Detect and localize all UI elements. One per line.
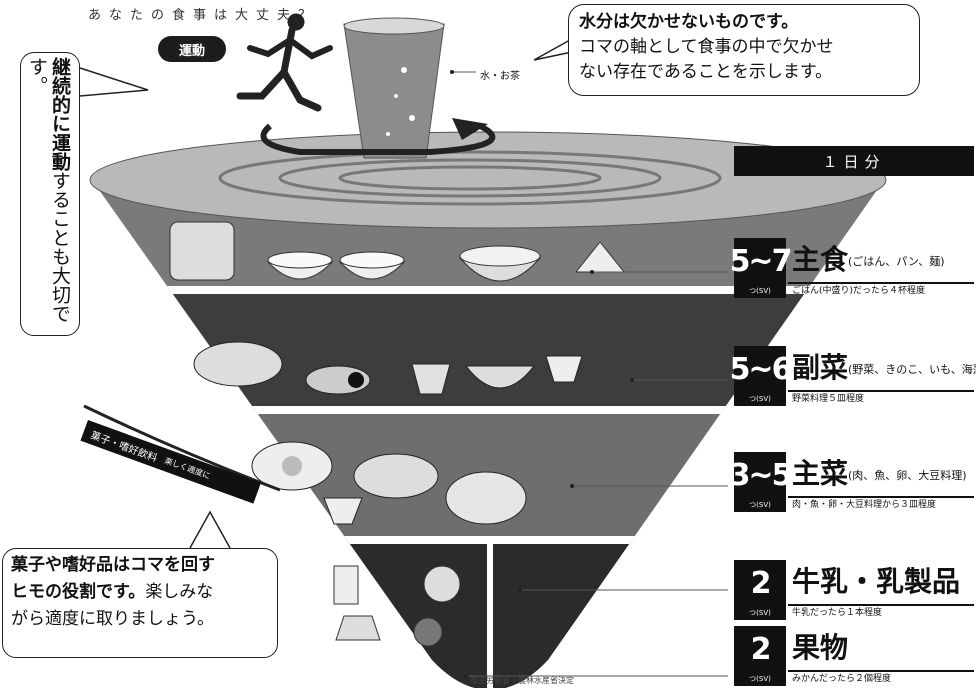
water-callout-title: 水分は欠かせないものです。	[579, 12, 799, 32]
legend-row-vegetable: 5~6 副菜(野菜、きのこ、いも、海藻料理) つ(SV) 野菜料理５皿程度	[730, 344, 976, 406]
exercise-badge: 運動	[158, 36, 226, 62]
legend-name: 主食	[792, 243, 849, 276]
legend-sub: (野菜、きのこ、いも、海藻料理)	[848, 363, 976, 376]
fruit-foods	[413, 565, 461, 647]
daily-header: １日分	[734, 146, 974, 176]
legend-amount: 2	[734, 626, 786, 672]
water-callout-line1: コマの軸として食事の中で欠かせ	[579, 37, 834, 57]
snack-callout: 菓子や嗜好品はコマを回す ヒモの役割です。楽しみな がら適度に取りましょう。	[2, 548, 278, 658]
legend-unit: つ(SV)	[734, 672, 786, 686]
legend-sub: (肉、魚、卵、大豆料理)	[848, 469, 967, 482]
exercise-callout-rest: することも大切です。	[26, 57, 71, 323]
legend-unit: つ(SV)	[734, 392, 786, 406]
legend-unit: つ(SV)	[734, 498, 786, 512]
legend-row-fruit: 2 果物 つ(SV) みかんだったら２個程度	[734, 624, 974, 686]
exercise-callout-bold: 継続的に運動	[49, 57, 71, 171]
legend-amount: 2	[734, 560, 786, 606]
water-label: 水・お茶	[480, 71, 520, 82]
legend-note: 野菜料理５皿程度	[792, 394, 865, 404]
dairy-foods	[333, 565, 381, 641]
legend-name: 副菜	[792, 351, 849, 384]
vegetable-foods	[193, 341, 583, 395]
legend-name: 主菜	[792, 457, 849, 490]
legend-amount: 5~7	[730, 238, 792, 284]
runner-icon	[236, 13, 333, 112]
snack-callout-rest-line2: 楽しみな	[145, 582, 214, 602]
legend-note: みかんだったら２個程度	[792, 674, 892, 684]
legend-name: 牛乳・乳製品	[792, 565, 961, 598]
legend-amount: 3~5	[730, 452, 792, 498]
water-callout-line2: ない存在であることを示します。	[579, 62, 833, 82]
legend-unit: つ(SV)	[734, 606, 786, 620]
legend-amount: 5~6	[730, 346, 792, 392]
legend-note: 牛乳だったら１本程度	[792, 608, 883, 618]
legend-name: 果物	[792, 631, 849, 664]
legend-sub: (ごはん、パン、麺)	[848, 255, 945, 268]
exercise-callout: 継続的に運動することも大切です。	[20, 52, 80, 336]
legend-row-main-dish: 3~5 主菜(肉、魚、卵、大豆料理) つ(SV) 肉・魚・卵・大豆料理から３皿程…	[730, 450, 974, 512]
source-note: 厚生労働省・農林水産省決定	[470, 676, 574, 685]
page-title: あなたの食事は大丈夫？	[88, 8, 320, 23]
legend-row-dairy: 2 牛乳・乳製品 つ(SV) 牛乳だったら１本程度	[734, 558, 974, 620]
legend-note: ごはん(中盛り)だったら４杯程度	[792, 286, 926, 296]
legend-unit: つ(SV)	[734, 284, 786, 298]
main-dish-foods	[251, 441, 527, 525]
rotation-arrow	[260, 123, 496, 155]
legend-note: 肉・魚・卵・大豆料理から３皿程度	[792, 500, 937, 510]
snack-callout-bold-line1: 菓子や嗜好品はコマを回す	[11, 555, 215, 575]
snack-callout-bold-line2: ヒモの役割です。	[11, 582, 146, 602]
snack-callout-line3: がら適度に取りましょう。	[11, 609, 214, 629]
legend-row-grain: 5~7 主食(ごはん、パン、麺) つ(SV) ごはん(中盛り)だったら４杯程度	[730, 236, 974, 298]
grain-foods	[169, 221, 626, 282]
water-callout: 水分は欠かせないものです。 コマの軸として食事の中で欠かせ ない存在であることを…	[568, 4, 920, 96]
